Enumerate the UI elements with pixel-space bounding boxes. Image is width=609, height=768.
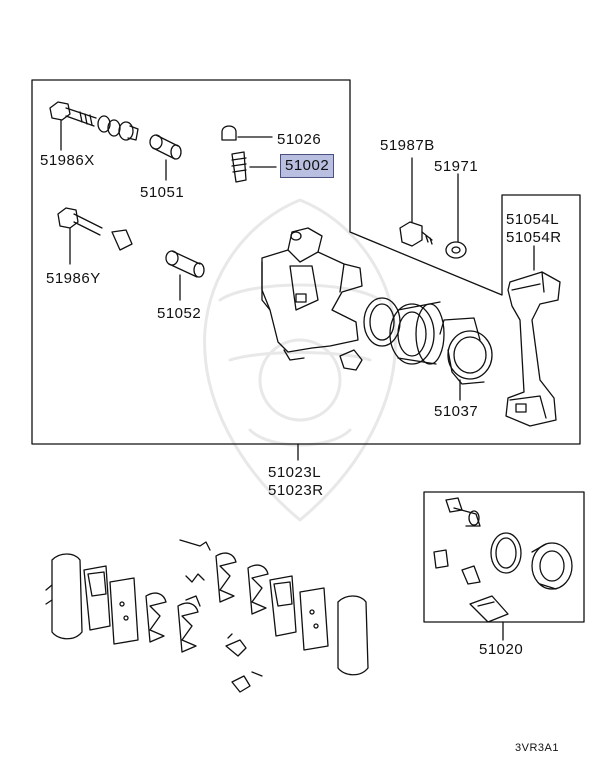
bolt-51987b-drawing xyxy=(399,157,433,247)
label-51002-highlighted[interactable]: 51002 xyxy=(280,154,335,178)
pin-51052-drawing xyxy=(165,250,205,301)
bleeder-51002-drawing xyxy=(231,151,277,183)
label-51054r[interactable]: 51054R xyxy=(506,229,562,246)
watermark-emblem xyxy=(203,198,397,522)
label-51051[interactable]: 51051 xyxy=(140,184,185,201)
seal-drawing xyxy=(363,297,401,347)
bolt-51986x-drawing xyxy=(49,101,97,151)
washer-51971-drawing xyxy=(445,173,467,259)
caliper-group-box xyxy=(31,79,581,445)
bolt-51986y-drawing xyxy=(57,207,133,265)
sleeve-drawing xyxy=(339,349,363,371)
label-51023l[interactable]: 51023L xyxy=(268,464,322,481)
label-51986y[interactable]: 51986Y xyxy=(46,270,101,287)
label-51054l[interactable]: 51054L xyxy=(506,211,560,228)
kit-group-box xyxy=(423,491,585,623)
caliper-body-drawing xyxy=(261,227,363,361)
cap-51026-drawing xyxy=(221,125,273,141)
kit-parts-drawing xyxy=(433,497,573,623)
piston-drawing xyxy=(439,317,493,401)
label-51026[interactable]: 51026 xyxy=(277,131,322,148)
mounting-bracket-drawing xyxy=(505,245,561,427)
label-51037[interactable]: 51037 xyxy=(434,403,479,420)
label-51052[interactable]: 51052 xyxy=(157,305,202,322)
label-51023r[interactable]: 51023R xyxy=(268,482,324,499)
brake-pads-drawing xyxy=(45,552,369,676)
pad-clips-drawing xyxy=(179,539,263,693)
diagram-code: 3VR3A1 xyxy=(515,742,559,754)
boot-parts-drawing xyxy=(97,115,139,141)
boot-drawing xyxy=(389,301,445,365)
label-51986x[interactable]: 51986X xyxy=(40,152,95,169)
pin-51051-drawing xyxy=(149,134,182,181)
label-51020[interactable]: 51020 xyxy=(479,641,524,658)
label-51971[interactable]: 51971 xyxy=(434,158,479,175)
label-51987b[interactable]: 51987B xyxy=(380,137,435,154)
